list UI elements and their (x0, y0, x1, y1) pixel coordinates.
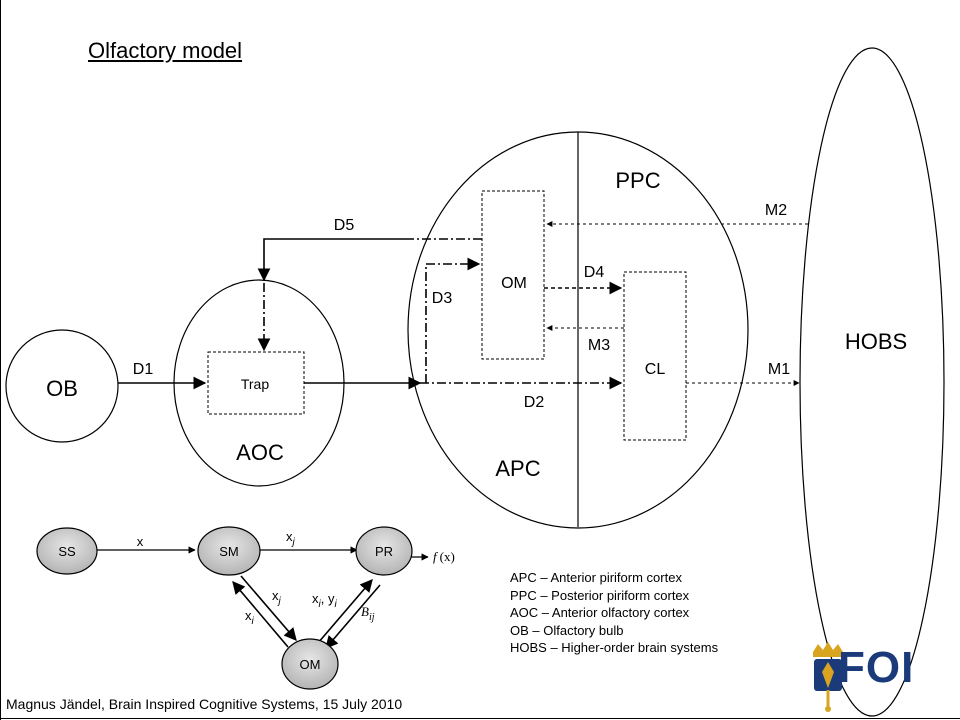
subedge-output-label: f(x) (433, 549, 455, 564)
label-aoc: AOC (236, 440, 284, 465)
label-m1: M1 (768, 361, 790, 378)
subedge-pr-om (325, 584, 381, 649)
connection-d5-b (257, 238, 408, 282)
label-ppc: PPC (615, 168, 660, 193)
label-hobs: HOBS (845, 329, 907, 354)
label-trap: Trap (241, 376, 269, 392)
subedge-sm-om-label: xj (272, 588, 282, 607)
legend-item: PPC – Posterior piriform cortex (510, 587, 690, 603)
subnode-ss-label: SS (58, 544, 76, 559)
label-d5: D5 (334, 217, 355, 234)
subedge-sm-pr-label: xj (286, 529, 296, 548)
subedge-ss-sm-label: x (137, 534, 144, 549)
subedge-om-sm-label: xi (245, 608, 255, 627)
label-m2: M2 (765, 202, 787, 219)
legend: APC – Anterior piriform cortex PPC – Pos… (510, 569, 718, 657)
label-om: OM (501, 275, 527, 292)
module-cl (623, 271, 687, 441)
subnode-om (281, 638, 339, 690)
subedge-pr-om-label: Bij (361, 604, 375, 623)
legend-item: APC – Anterior piriform cortex (510, 570, 682, 585)
subedge-om-pr-label: xi, yi (312, 591, 337, 610)
subnode-om-label: OM (300, 657, 321, 672)
label-d1: D1 (133, 361, 154, 378)
subnode-sm (197, 526, 261, 576)
subnode-pr (355, 526, 413, 576)
crown-emblem-icon (813, 642, 843, 712)
region-ob (5, 329, 119, 443)
label-d4: D4 (584, 264, 605, 281)
subnode-ss (36, 527, 98, 575)
label-apc: APC (495, 456, 540, 481)
legend-item: AOC – Anterior olfactory cortex (510, 605, 690, 620)
label-d2: D2 (524, 394, 545, 411)
foi-logo: FOI (838, 643, 915, 692)
subnode-pr-label: PR (375, 544, 393, 559)
footer: Magnus Jändel, Brain Inspired Cognitive … (6, 696, 403, 712)
legend-item: OB – Olfactory bulb (510, 622, 624, 638)
connection-d3 (425, 257, 481, 383)
label-ob: OB (46, 376, 78, 401)
label-m3: M3 (588, 337, 610, 354)
subedge-om-pr (317, 579, 373, 644)
subedge-sm-om (240, 575, 297, 641)
legend-item: HOBS – Higher-order brain systems (510, 640, 719, 655)
slide-title: Olfactory model (88, 38, 243, 63)
region-hobs (799, 47, 945, 717)
label-cl: CL (645, 361, 666, 378)
subedge-om-sm (232, 581, 289, 648)
subnode-sm-label: SM (219, 544, 239, 559)
module-om (481, 190, 545, 360)
label-d3: D3 (432, 290, 453, 307)
